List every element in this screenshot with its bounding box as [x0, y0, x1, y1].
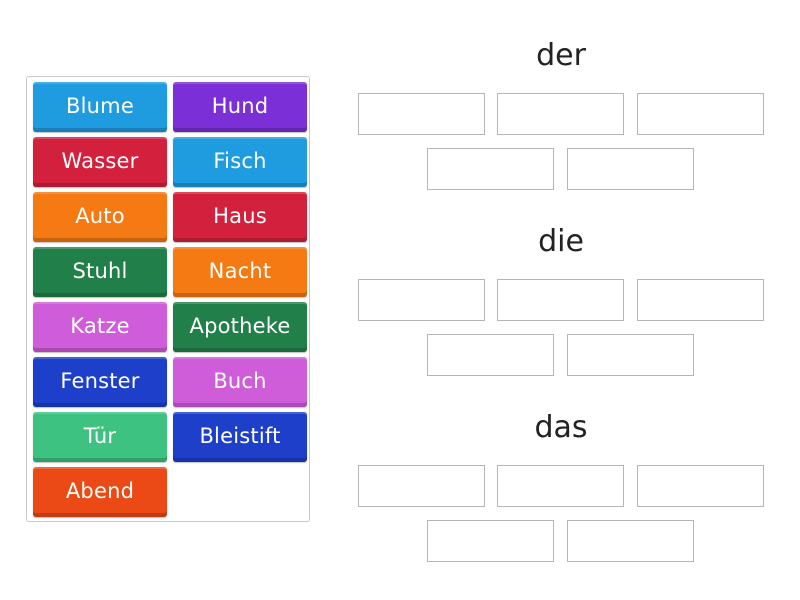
drop-zone-die-1[interactable] [358, 279, 485, 321]
drop-zone-der-4[interactable] [427, 148, 554, 190]
word-tile[interactable]: Nacht [173, 247, 307, 297]
drop-zone-der-5[interactable] [567, 148, 694, 190]
word-tile[interactable]: Buch [173, 357, 307, 407]
drop-zone-das-5[interactable] [567, 520, 694, 562]
word-tile-label: Fenster [60, 369, 140, 393]
group-die: die [358, 224, 764, 384]
word-tile-label: Nacht [208, 259, 272, 283]
word-tile[interactable]: Apotheke [173, 302, 307, 352]
drop-zone-die-3[interactable] [637, 279, 764, 321]
group-das: das [358, 410, 764, 570]
word-tile-label: Auto [75, 204, 125, 228]
word-tile[interactable]: Hund [173, 82, 307, 132]
word-tile-label: Buch [213, 369, 267, 393]
group-der: der [358, 38, 764, 198]
group-heading-das: das [534, 410, 588, 445]
word-tile-label: Apotheke [189, 314, 291, 338]
drop-zone-das-4[interactable] [427, 520, 554, 562]
word-tile-label: Wasser [61, 149, 139, 173]
drop-zone-die-5[interactable] [567, 334, 694, 376]
word-tile[interactable]: Katze [33, 302, 167, 352]
word-tile[interactable]: Auto [33, 192, 167, 242]
drop-zone-die-4[interactable] [427, 334, 554, 376]
drop-zone-das-2[interactable] [497, 465, 624, 507]
group-heading-die: die [538, 224, 584, 259]
word-tile[interactable]: Fenster [33, 357, 167, 407]
word-tile-label: Bleistift [199, 424, 281, 448]
drop-zone-der-2[interactable] [497, 93, 624, 135]
word-tile-label: Blume [66, 94, 134, 118]
word-tile[interactable]: Abend [33, 467, 167, 517]
word-tile[interactable]: Tür [33, 412, 167, 462]
word-tile[interactable]: Blume [33, 82, 167, 132]
word-tile[interactable]: Bleistift [173, 412, 307, 462]
drop-zone-das-3[interactable] [637, 465, 764, 507]
word-tile-label: Katze [70, 314, 130, 338]
word-tile[interactable]: Stuhl [33, 247, 167, 297]
word-tile-label: Stuhl [72, 259, 128, 283]
word-tile[interactable]: Wasser [33, 137, 167, 187]
word-tile-label: Hund [211, 94, 269, 118]
drop-zone-der-3[interactable] [637, 93, 764, 135]
drop-zone-die-2[interactable] [497, 279, 624, 321]
word-tile-label: Tür [83, 424, 117, 448]
word-tile-label: Fisch [213, 149, 267, 173]
drop-zone-der-1[interactable] [358, 93, 485, 135]
word-tile[interactable]: Fisch [173, 137, 307, 187]
word-tile-label: Haus [213, 204, 267, 228]
word-tile-label: Abend [65, 479, 135, 503]
word-tile[interactable]: Haus [173, 192, 307, 242]
group-heading-der: der [536, 38, 586, 73]
drop-zone-das-1[interactable] [358, 465, 485, 507]
